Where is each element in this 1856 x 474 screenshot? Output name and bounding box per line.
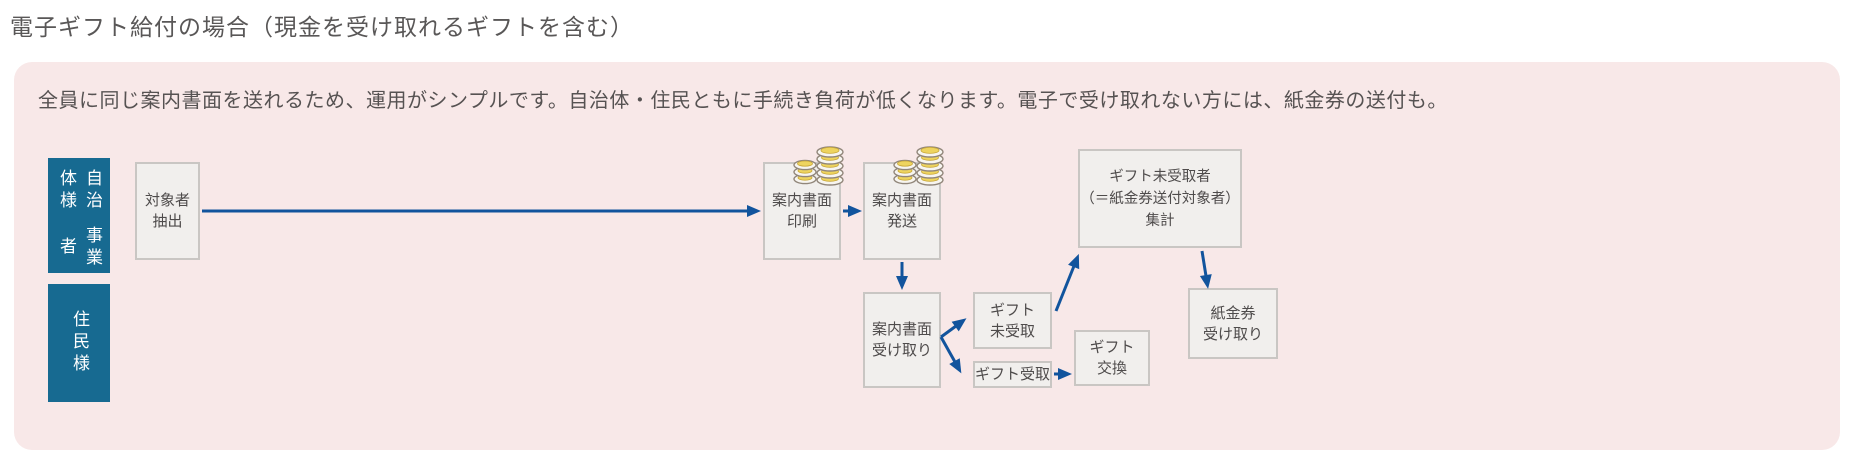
- panel-description: 全員に同じ案内書面を送れるため、運用がシンプルです。自治体・住民ともに手続き負荷…: [38, 90, 1448, 112]
- flow-node-tally-unreceived: ギフト未受取者 （＝紙金券送付対象者） 集計: [1078, 149, 1242, 248]
- lane-label-resident: 住民様: [48, 284, 110, 402]
- flow-node-extract-targets: 対象者 抽出: [135, 162, 200, 260]
- flow-node-gift-received: ギフト受取: [973, 361, 1052, 388]
- flow-node-gift-exchange: ギフト 交換: [1074, 330, 1150, 386]
- flow-node-paper-voucher-receive: 紙金券 受け取り: [1188, 288, 1278, 359]
- page-title: 電子ギフト給付の場合（現金を受け取れるギフトを含む）: [10, 14, 634, 40]
- lane-label-operator: 事業者: [57, 226, 102, 271]
- coin-stack-icon: [793, 146, 844, 186]
- flow-node-receive-notice: 案内書面 受け取り: [863, 292, 941, 388]
- flow-node-gift-not-received: ギフト 未受取: [973, 292, 1052, 349]
- coin-stack-icon: [893, 146, 944, 186]
- lane-label-municipality-operator: 自治体様 事業者: [48, 158, 110, 273]
- lane-label-municipality: 自治体様: [57, 168, 102, 213]
